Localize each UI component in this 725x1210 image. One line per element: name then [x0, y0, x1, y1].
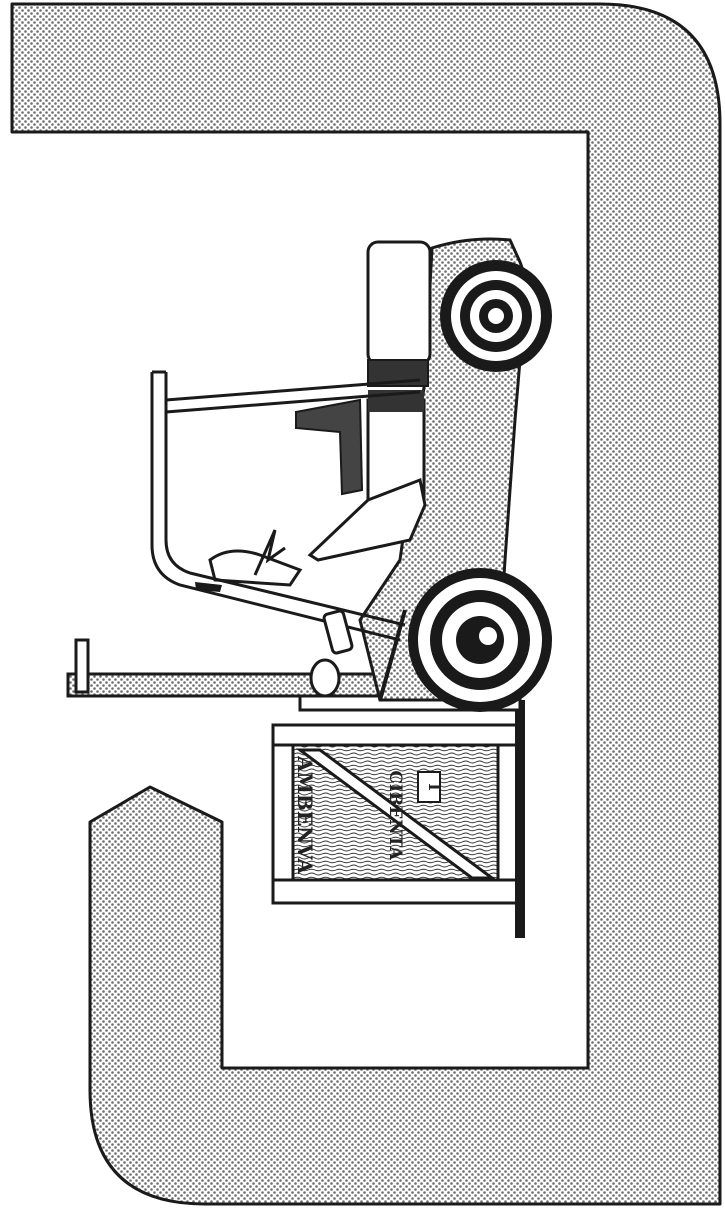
rear-wheel — [440, 260, 552, 372]
crate: AMBENVA CIBENTA Ⅰ — [271, 723, 520, 905]
tilt-cylinder — [309, 609, 407, 701]
pedal — [195, 582, 222, 592]
crate-stencil-left: AMBENVA — [293, 755, 317, 874]
side-rail — [515, 700, 525, 938]
crate-tag: Ⅰ — [425, 783, 444, 790]
steering-wheel — [253, 529, 286, 576]
front-wheel — [408, 568, 552, 712]
overhead-guard — [150, 370, 421, 642]
crate-stencil-right: CIBENTA — [385, 770, 405, 860]
frame-border — [10, 2, 722, 1206]
